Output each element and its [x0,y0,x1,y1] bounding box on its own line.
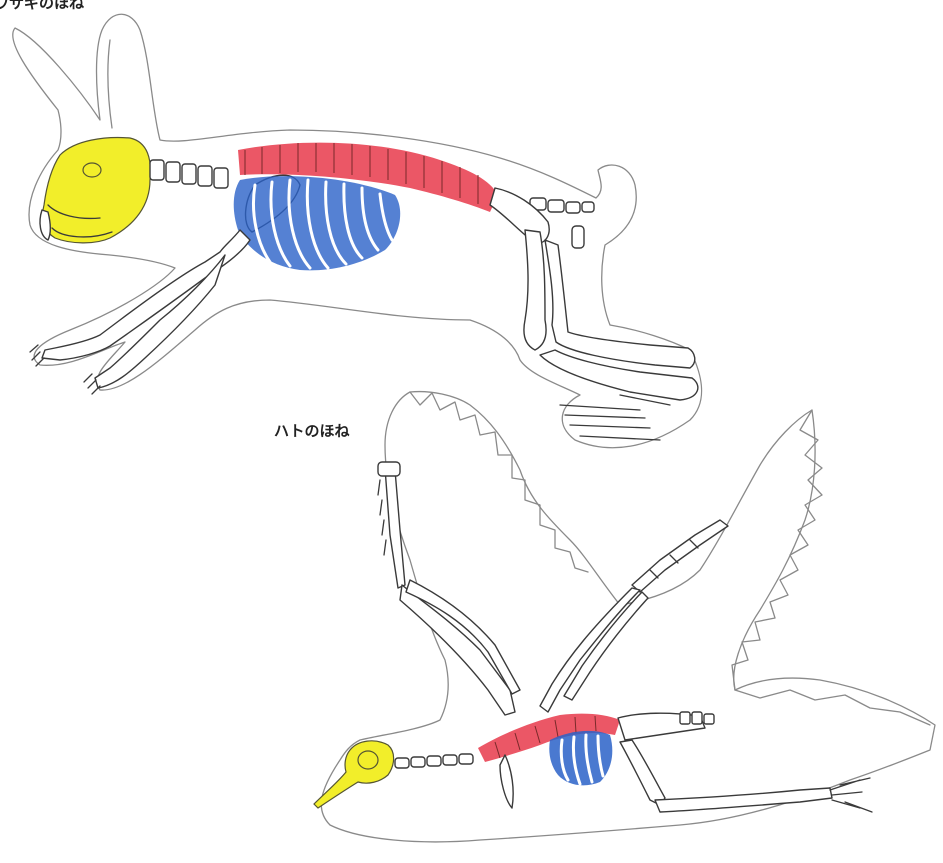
pigeon-keel [500,755,513,808]
rabbit-incisor [40,210,50,240]
rabbit-front-legs [30,230,250,394]
rabbit-hind-legs [524,226,698,440]
pigeon-skull [314,741,394,808]
rabbit-tail-vertebrae [530,198,594,213]
pigeon-figure [314,392,935,842]
pigeon-left-wing-bones [378,462,520,715]
pigeon-legs [620,740,872,812]
pigeon-ribcage [549,731,612,785]
pigeon-right-wing-bones [540,520,728,712]
rabbit-neck-vertebrae [150,160,228,188]
pigeon-left-wing-feathers [410,392,588,572]
pigeon-tail-feathers [735,690,930,725]
pigeon-tail-vertebrae [680,712,714,724]
rabbit-title: ウサギのほね [0,0,84,11]
rabbit-ear-line [108,40,112,128]
pigeon-title: ハトのほね [274,424,349,439]
pigeon-neck-vertebrae [395,754,473,768]
pigeon-right-wing-feathers [732,410,822,690]
rabbit-figure [13,14,702,447]
rabbit-ribcage [234,176,400,270]
rabbit-skull [43,138,151,243]
